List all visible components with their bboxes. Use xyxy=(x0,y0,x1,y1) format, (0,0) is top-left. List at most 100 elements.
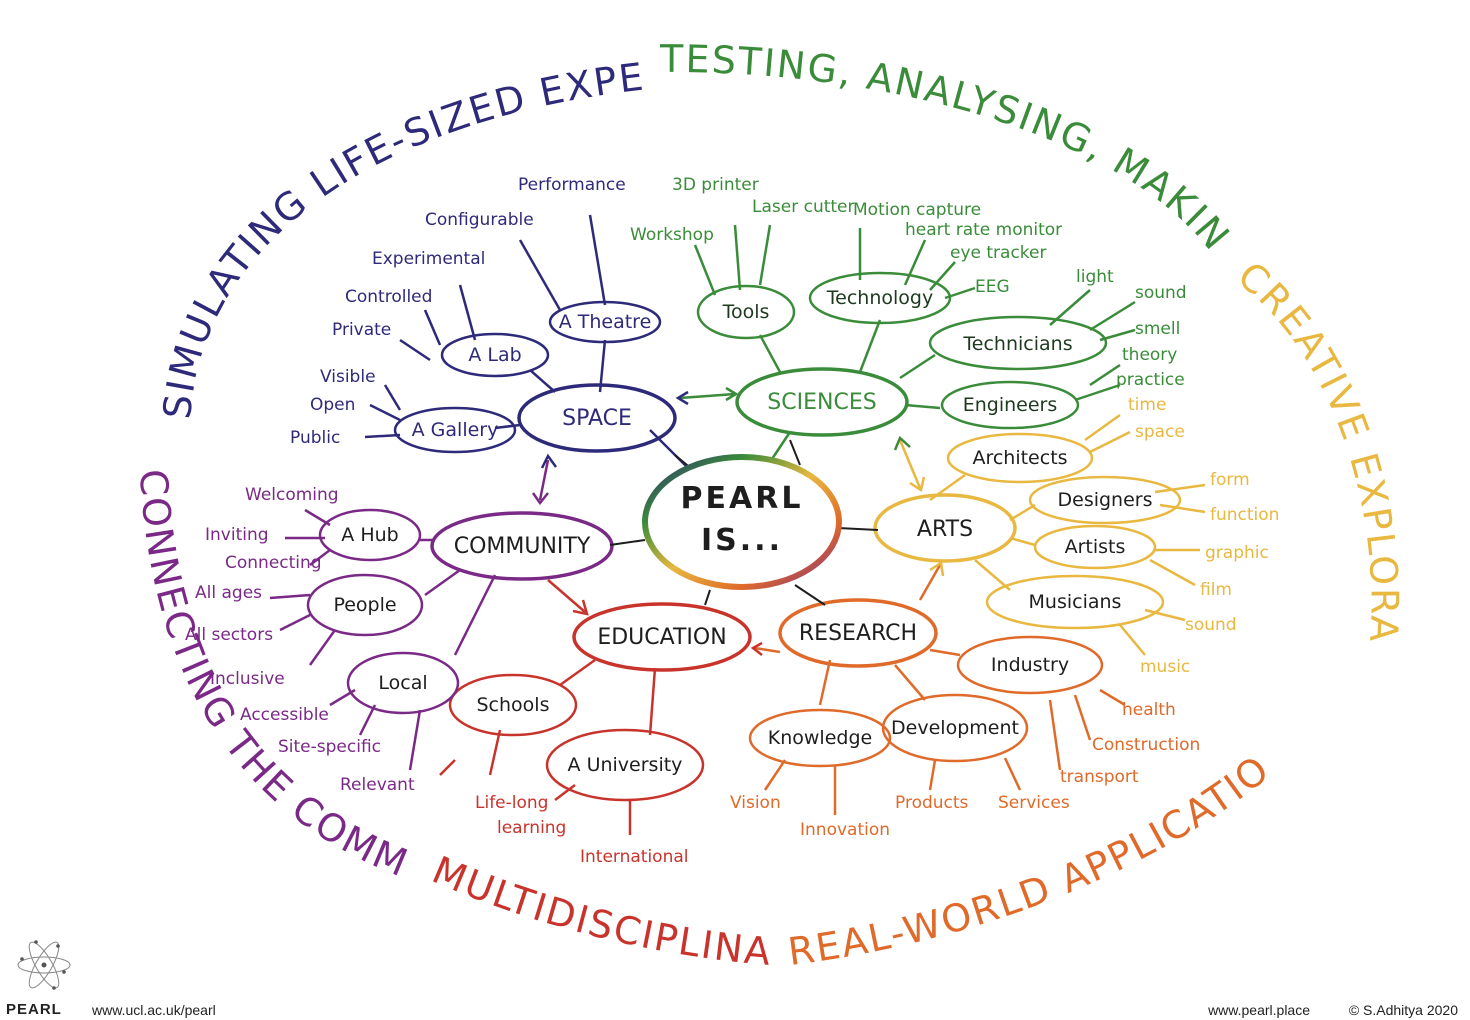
research-development-ring xyxy=(881,693,1029,763)
arrow-head-arts xyxy=(909,476,926,493)
education-connectors xyxy=(439,658,657,835)
arrow-sciences-arts xyxy=(898,439,922,489)
arrow-head-space xyxy=(675,390,689,406)
education-leaf-international: International xyxy=(580,847,689,867)
research-connectors xyxy=(763,648,1126,815)
sciences-leaf-workshop: Workshop xyxy=(630,225,714,245)
research-leaf-transport: transport xyxy=(1060,767,1139,787)
sciences-leaf-motioncapture: Motion capture xyxy=(853,200,981,220)
education-leaf-learning: learning xyxy=(497,818,566,838)
footer-copyright: © S.Adhitya 2020 xyxy=(1348,1002,1458,1018)
footer-link-ucl[interactable]: www.ucl.ac.uk/pearl xyxy=(92,1002,216,1018)
sciences-tools: Tools xyxy=(722,301,770,323)
community-people-ring xyxy=(306,573,424,637)
sciences-technicians: Technicians xyxy=(962,333,1072,355)
arrow-head-education-2 xyxy=(572,599,589,616)
arts-musicians-ring xyxy=(985,574,1165,630)
arrow-community-education xyxy=(547,579,586,613)
hub-community: COMMUNITY xyxy=(454,534,591,559)
space-leaf-private: Private xyxy=(332,320,391,340)
hub-sciences: SCIENCES xyxy=(767,390,876,415)
hub-arts-ring xyxy=(873,493,1017,563)
community-leaf-accessible: Accessible xyxy=(240,705,329,725)
research-leaf-products: Products xyxy=(895,793,969,813)
space-leaf-performance: Performance xyxy=(518,175,626,195)
arts-leaf-form: form xyxy=(1210,470,1250,490)
footer-link-pearl[interactable]: www.pearl.place xyxy=(1208,1002,1310,1018)
research-knowledge: Knowledge xyxy=(768,727,872,749)
arts-leaves: time space form function graphic film so… xyxy=(1128,395,1279,677)
research-leaf-health: health xyxy=(1122,700,1176,720)
center-title-line2: IS... xyxy=(701,523,783,558)
space-connectors xyxy=(364,214,691,471)
arts-leaf-music: music xyxy=(1140,657,1190,677)
research-development: Development xyxy=(891,717,1019,739)
arts-designers: Designers xyxy=(1058,489,1153,511)
research-knowledge-ring xyxy=(748,708,892,768)
sciences-leaf-heartrate: heart rate monitor xyxy=(905,220,1062,240)
sciences-leaf-smell: smell xyxy=(1135,319,1180,339)
sciences-leaf-eyetracker: eye tracker xyxy=(950,243,1047,263)
arts-leaf-graphic: graphic xyxy=(1205,543,1269,563)
community-local: Local xyxy=(378,672,427,694)
community-leaf-inclusive: Inclusive xyxy=(210,669,285,689)
research-leaf-construction: Construction xyxy=(1092,735,1200,755)
space-leaf-configurable: Configurable xyxy=(425,210,534,230)
sciences-technology: Technology xyxy=(826,287,933,309)
research-industry-ring xyxy=(956,635,1104,695)
space-leaf-visible: Visible xyxy=(320,367,376,387)
arrow-head-education xyxy=(750,641,763,656)
research-industry: Industry xyxy=(991,654,1069,676)
arts-designers-ring xyxy=(1028,475,1182,525)
community-leaf-relevant: Relevant xyxy=(340,775,415,795)
arrow-arts-research xyxy=(918,564,942,601)
hub-research-ring xyxy=(778,598,938,668)
space-gallery-ring xyxy=(393,406,517,454)
community-people: People xyxy=(333,594,396,616)
arts-architects-ring xyxy=(946,432,1094,484)
hub-space-ring xyxy=(517,383,677,453)
footer-brand: PEARL xyxy=(6,1001,62,1018)
arts-leaf-film: film xyxy=(1200,580,1232,600)
research-leaves: health Construction transport Vision Inn… xyxy=(730,700,1200,840)
arrow-head-sciences-2 xyxy=(893,435,911,451)
arc-simulating: SIMULATING LIFE-SIZED EXPERIENCES xyxy=(0,0,647,421)
arts-architects: Architects xyxy=(972,447,1067,469)
sciences-tools-ring xyxy=(696,284,796,340)
research-leaf-innovation: Innovation xyxy=(800,820,890,840)
arrow-head-space-2 xyxy=(540,453,558,469)
sciences-leaf-lasercutter: Laser cutter xyxy=(752,197,855,217)
sciences-leaf-light: light xyxy=(1076,267,1114,287)
hub-sciences-ring xyxy=(735,367,909,437)
space-theatre: A Theatre xyxy=(559,311,652,333)
space-leaf-open: Open xyxy=(310,395,355,415)
relationship-arrows xyxy=(531,386,945,656)
arts-artists: Artists xyxy=(1065,536,1126,558)
education-schools: Schools xyxy=(477,694,550,716)
community-leaf-inviting: Inviting xyxy=(205,525,269,545)
community-local-ring xyxy=(346,651,460,715)
hub-community-ring xyxy=(430,511,614,581)
center-title-line1: PEARL xyxy=(681,481,804,516)
community-connectors xyxy=(269,508,497,771)
space-lab-ring xyxy=(440,332,550,378)
community-leaf-connecting: Connecting xyxy=(225,553,322,573)
arts-connectors xyxy=(929,413,1206,656)
hub-arts: ARTS xyxy=(917,517,973,542)
community-leaf-sitespecific: Site-specific xyxy=(278,737,381,757)
hub-education: EDUCATION xyxy=(597,625,726,650)
sciences-technicians-ring xyxy=(928,315,1108,371)
community-leaf-allsectors: All sectors xyxy=(185,625,273,645)
community-hub: A Hub xyxy=(341,524,398,546)
space-leaves: Visible Open Public Private Controlled E… xyxy=(290,175,626,448)
arrow-head-arts-2 xyxy=(929,560,945,577)
education-leaf-lifelong: Life-long xyxy=(475,793,548,813)
space-leaf-controlled: Controlled xyxy=(345,287,432,307)
sciences-technology-ring xyxy=(808,271,952,325)
sciences-leaf-3dprinter: 3D printer xyxy=(672,175,759,195)
community-leaves: Welcoming Inviting Connecting All ages A… xyxy=(185,485,415,795)
arrow-space-community xyxy=(538,459,550,501)
research-leaf-services: Services xyxy=(998,793,1070,813)
arrow-education-research xyxy=(754,646,781,654)
